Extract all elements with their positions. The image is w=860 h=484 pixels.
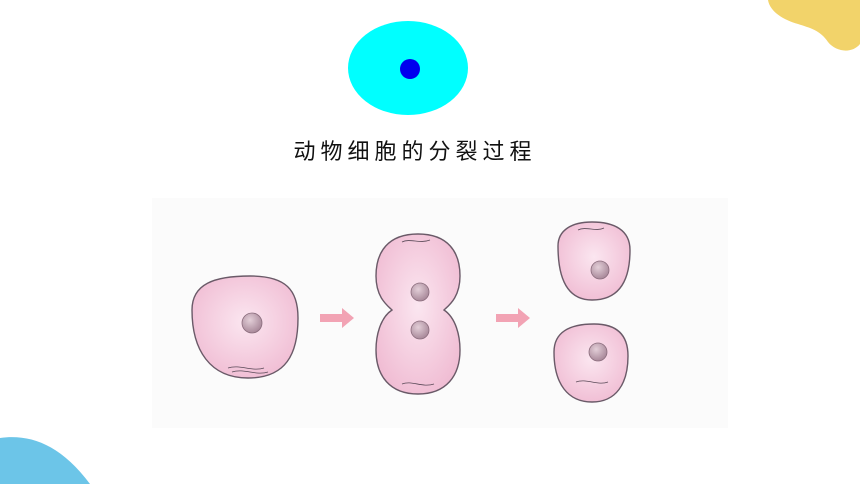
yellow-blob-decoration (768, 0, 860, 51)
two-daughter-cells (553, 221, 631, 403)
cell-division-illustration (191, 221, 631, 403)
single-cell (191, 275, 299, 379)
dividing-cell (375, 233, 461, 395)
cell-division-diagram (152, 198, 728, 428)
nucleus (588, 342, 608, 362)
nucleus (241, 312, 263, 334)
cell-icon (348, 21, 468, 115)
nucleus-icon (400, 59, 420, 79)
page-title: 动物细胞的分裂过程 (293, 140, 537, 165)
nucleus (410, 282, 430, 302)
right-arrow-icon (320, 308, 354, 328)
nucleus (590, 260, 610, 280)
right-arrow-icon (496, 308, 530, 328)
blue-blob-decoration (0, 437, 90, 484)
nucleus (410, 320, 430, 340)
